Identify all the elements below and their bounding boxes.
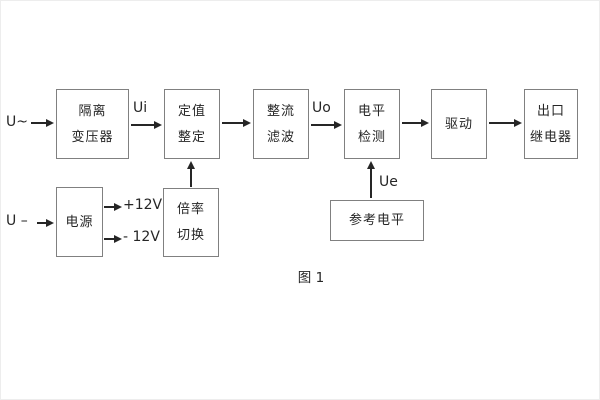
signal-label-uo: Uo xyxy=(312,100,331,116)
signal-label-ue: Ue xyxy=(379,174,398,190)
arrowhead-right-icon xyxy=(114,235,122,243)
block-label: 电源 xyxy=(65,214,94,230)
block-reference-level: 参考电平 xyxy=(330,200,424,241)
arrow-udc-to-power xyxy=(37,219,54,227)
block-label: 参考电平 xyxy=(348,213,405,228)
arrowhead-right-icon xyxy=(46,119,54,127)
figure-caption: 图 1 xyxy=(297,270,325,286)
arrowhead-right-icon xyxy=(154,121,162,129)
signal-label-minus12v: - 12V xyxy=(123,229,160,245)
block-label: 驱动 xyxy=(444,116,473,132)
arrowhead-right-icon xyxy=(514,119,522,127)
block-label: 变压器 xyxy=(71,129,114,145)
signal-label-ui: Ui xyxy=(133,100,148,116)
block-label: 出口 xyxy=(536,103,565,119)
block-output-relay: 出口 继电器 xyxy=(524,89,578,159)
arrow-reference-to-level xyxy=(367,161,375,198)
block-label: 倍率 xyxy=(176,202,205,217)
arrow-setting-to-rectifier xyxy=(222,119,251,127)
block-power-supply: 电源 xyxy=(56,187,103,257)
block-label: 隔离 xyxy=(78,103,107,119)
arrow-power-to-plus12v xyxy=(104,203,122,211)
arrow-drive-to-relay xyxy=(489,119,522,127)
arrowhead-right-icon xyxy=(243,119,251,127)
block-ratio-switch: 倍率 切换 xyxy=(163,188,219,257)
signal-label-u-dc: U – xyxy=(6,213,28,229)
block-label: 整流 xyxy=(266,103,295,119)
block-label: 检测 xyxy=(357,129,386,145)
block-label: 电平 xyxy=(357,103,386,119)
arrow-level-to-drive xyxy=(402,119,429,127)
block-level-detection: 电平 检测 xyxy=(344,89,400,159)
block-setting-adjust: 定值 整定 xyxy=(164,89,220,159)
arrowhead-right-icon xyxy=(46,219,54,227)
arrowhead-right-icon xyxy=(334,121,342,129)
signal-label-u-ac: U~ xyxy=(6,114,28,130)
arrow-uac-to-isolation xyxy=(31,119,54,127)
block-isolation-transformer: 隔离 变压器 xyxy=(56,89,129,159)
block-label: 定值 xyxy=(177,103,206,119)
arrow-isolation-to-setting xyxy=(131,121,162,129)
block-label: 整定 xyxy=(177,129,206,145)
arrowhead-right-icon xyxy=(421,119,429,127)
arrowhead-right-icon xyxy=(114,203,122,211)
signal-label-plus12v: +12V xyxy=(123,197,163,213)
arrow-rectifier-to-level xyxy=(311,121,342,129)
arrow-ratio-to-setting xyxy=(187,161,195,187)
block-label: 切换 xyxy=(176,228,205,243)
arrowhead-up-icon xyxy=(187,161,195,169)
block-label: 滤波 xyxy=(266,129,295,145)
block-label: 继电器 xyxy=(529,129,572,145)
block-drive: 驱动 xyxy=(431,89,487,159)
arrowhead-up-icon xyxy=(367,161,375,169)
block-rectifier-filter: 整流 滤波 xyxy=(253,89,309,159)
arrow-power-to-minus12v xyxy=(104,235,122,243)
